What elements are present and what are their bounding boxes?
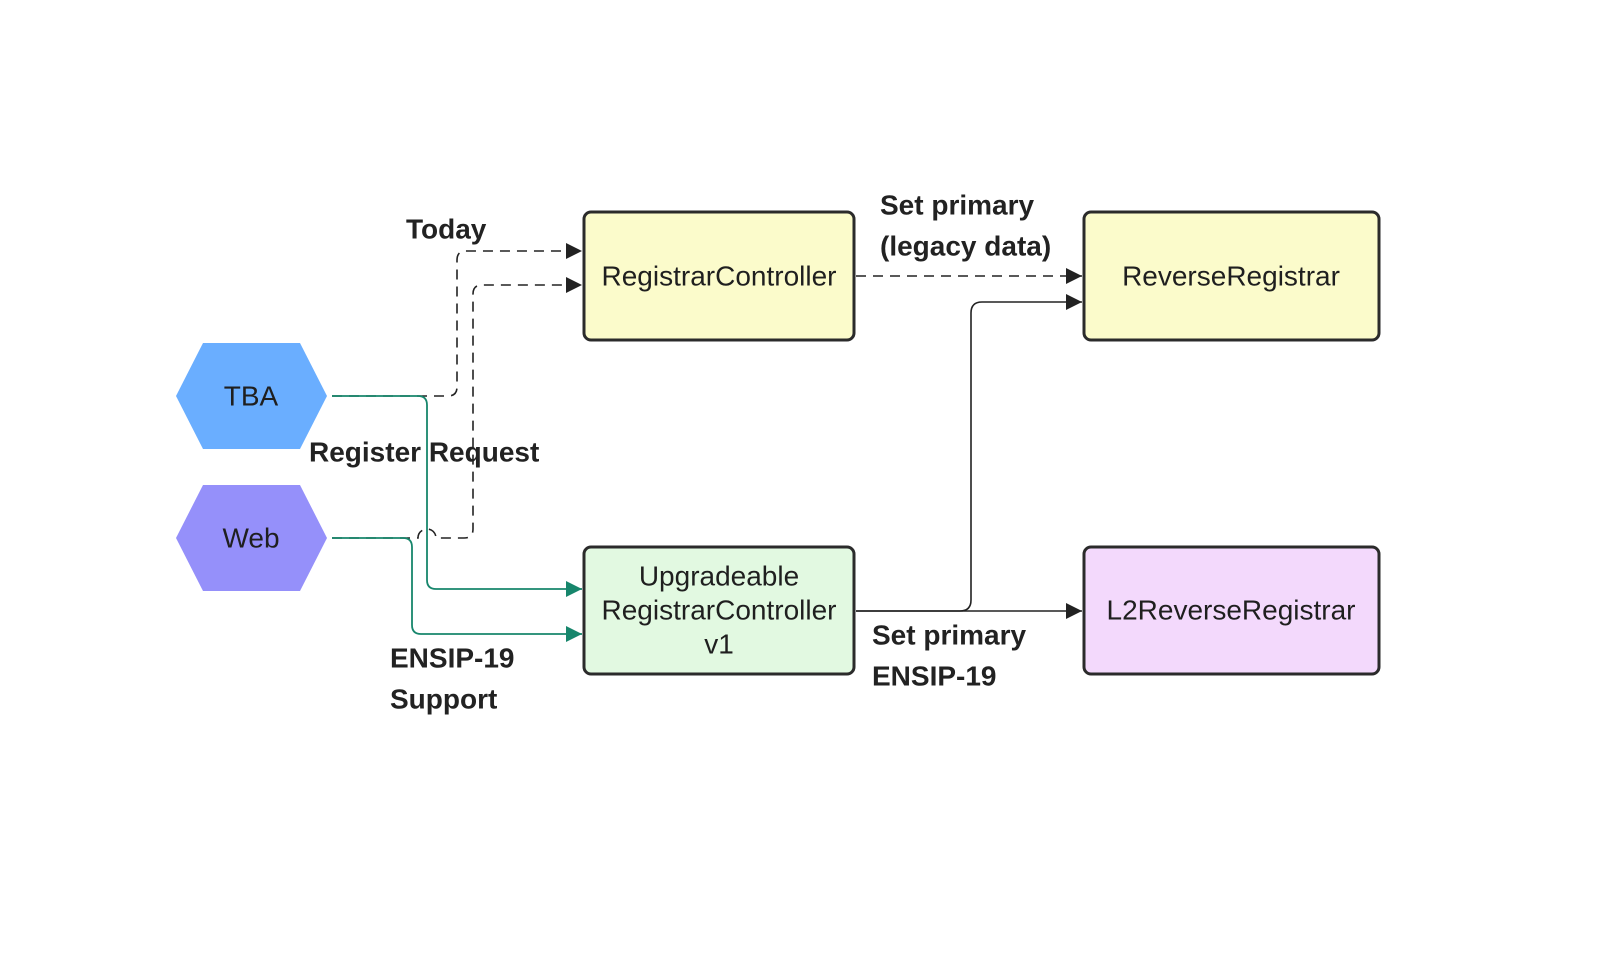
registrar-controller-box (582, 210, 856, 342)
edge-tba-to-upgradeable-controller (332, 395, 582, 597)
label-register-request: Register Request (309, 437, 539, 468)
reverse-registrar-label: ReverseRegistrar (1122, 261, 1340, 292)
web-hexagon-shape (176, 485, 327, 591)
reverse-registrar-node: ReverseRegistrar (1082, 210, 1381, 342)
tba-hexagon-shape (176, 343, 327, 449)
upgradeable-registrar-controller-box (582, 545, 856, 676)
upgradeable-label-line2: RegistrarController (602, 595, 837, 626)
edge-upgradeable-to-reverse-registrar (856, 294, 1082, 612)
registrar-controller-label: RegistrarController (602, 261, 837, 292)
edge-web-to-upgradeable-controller (332, 537, 582, 642)
upgradeable-label-line3: v1 (704, 629, 734, 660)
label-today: Today (406, 214, 487, 245)
edge-tba-to-registrar-controller (332, 243, 582, 397)
label-set-primary-legacy-line2: (legacy data) (880, 231, 1051, 262)
label-set-primary-legacy-line1: Set primary (880, 190, 1034, 221)
reverse-registrar-box (1082, 210, 1381, 342)
l2-reverse-registrar-label: L2ReverseRegistrar (1107, 595, 1356, 626)
l2-reverse-registrar-node: L2ReverseRegistrar (1082, 545, 1381, 676)
registrar-controller-node: RegistrarController (582, 210, 856, 342)
tba-label: TBA (224, 381, 279, 412)
edge-web-to-registrar-controller (332, 277, 582, 539)
web-label: Web (222, 523, 279, 554)
web-node: Web (176, 485, 327, 591)
label-ensip-support-line2: Support (390, 684, 497, 715)
upgradeable-label-line1: Upgradeable (639, 561, 799, 592)
label-set-primary-ensip-line1: Set primary (872, 620, 1026, 651)
label-ensip-support-line1: ENSIP-19 (390, 643, 515, 674)
upgradeable-registrar-controller-node: Upgradeable RegistrarController v1 (582, 545, 856, 676)
label-set-primary-ensip-line2: ENSIP-19 (872, 661, 997, 692)
l2-reverse-registrar-box (1082, 545, 1381, 676)
tba-node: TBA (176, 343, 327, 449)
